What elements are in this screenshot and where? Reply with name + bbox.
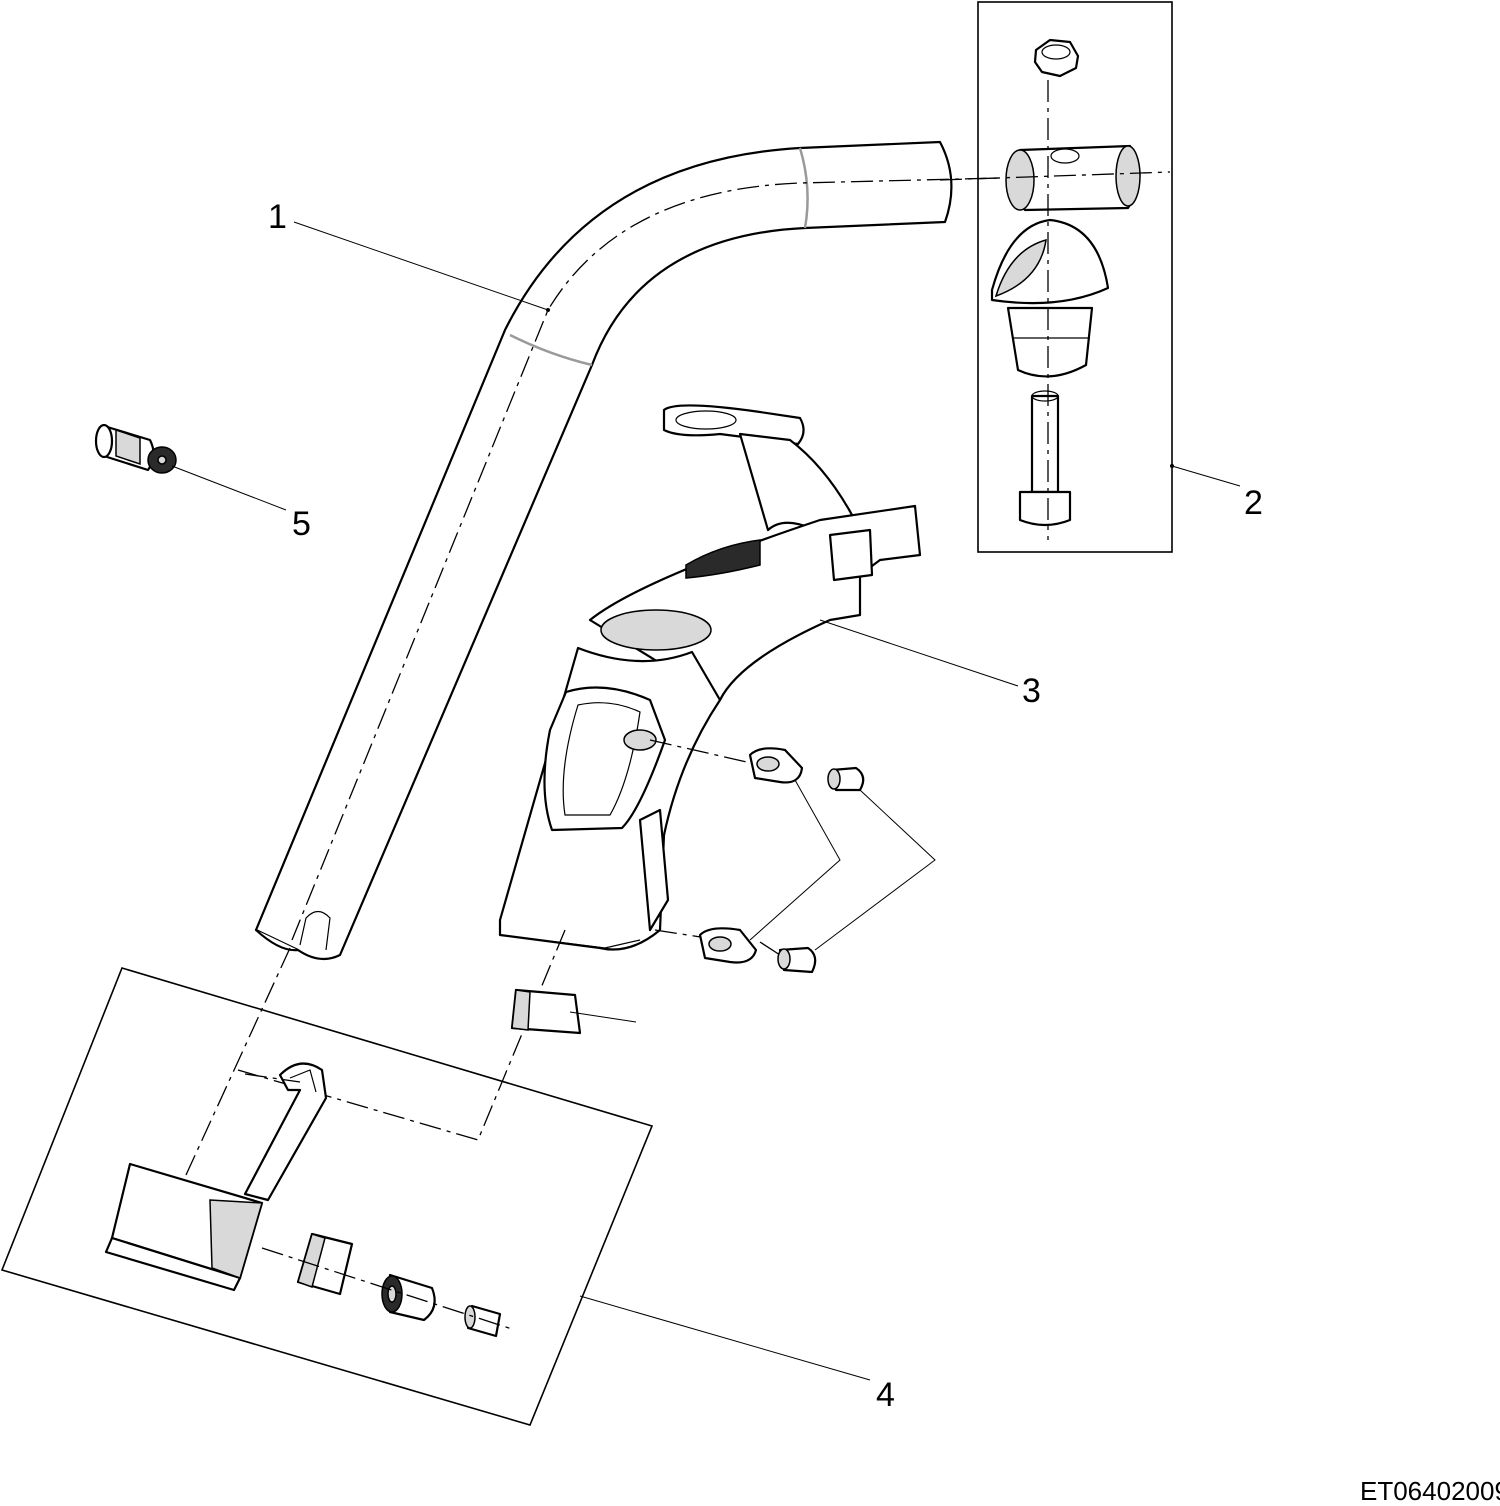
assembly-box-2 xyxy=(977,1,1173,553)
bolt xyxy=(1030,394,1060,494)
pivot-assembly xyxy=(939,1,1173,553)
reference-code: ET06402009 xyxy=(1360,1476,1500,1506)
callout-4: 4 xyxy=(876,1376,895,1414)
callout-1: 1 xyxy=(268,198,287,236)
callout-3: 3 xyxy=(1022,672,1041,710)
washers-and-pins xyxy=(698,747,936,974)
callout-5: 5 xyxy=(292,505,311,543)
release-lever xyxy=(662,404,805,446)
spacer-block xyxy=(510,988,637,1035)
assembly-box-4 xyxy=(0,967,654,1426)
spring-clip xyxy=(243,1062,328,1202)
handle-tube xyxy=(254,140,1001,961)
lock-nut xyxy=(1033,38,1080,78)
callout-2: 2 xyxy=(1244,484,1263,522)
grip-housing xyxy=(237,404,922,1141)
leader-lines xyxy=(171,221,1241,1381)
pedal-assembly xyxy=(0,947,654,1426)
tube-fitting xyxy=(94,423,177,474)
